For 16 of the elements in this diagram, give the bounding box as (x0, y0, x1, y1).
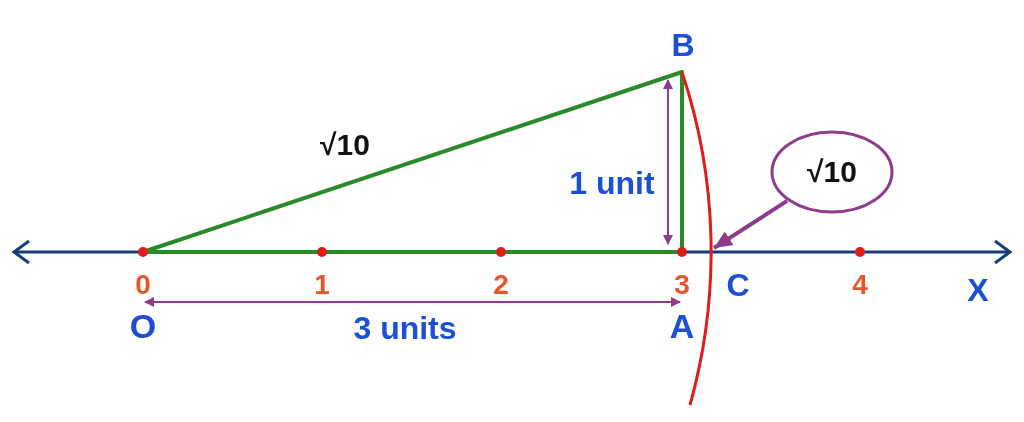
point-label: B (671, 29, 695, 61)
tick-label: 2 (493, 271, 509, 299)
point-label: O (129, 309, 157, 343)
tick-label: 4 (852, 271, 868, 299)
axis-label: X (967, 274, 989, 306)
length-label: √10 (320, 130, 370, 160)
leader-arrow (712, 199, 789, 250)
callout-ellipse (770, 130, 894, 214)
dimension-label: 1 unit (569, 167, 655, 199)
point-label: C (726, 269, 750, 301)
dimension-label: 3 units (353, 312, 457, 344)
point-label: A (669, 309, 695, 343)
tick-label: 3 (674, 271, 690, 299)
callout-text: √10 (807, 155, 857, 189)
tick-label: 1 (314, 271, 330, 299)
tick-label: 0 (135, 271, 151, 299)
